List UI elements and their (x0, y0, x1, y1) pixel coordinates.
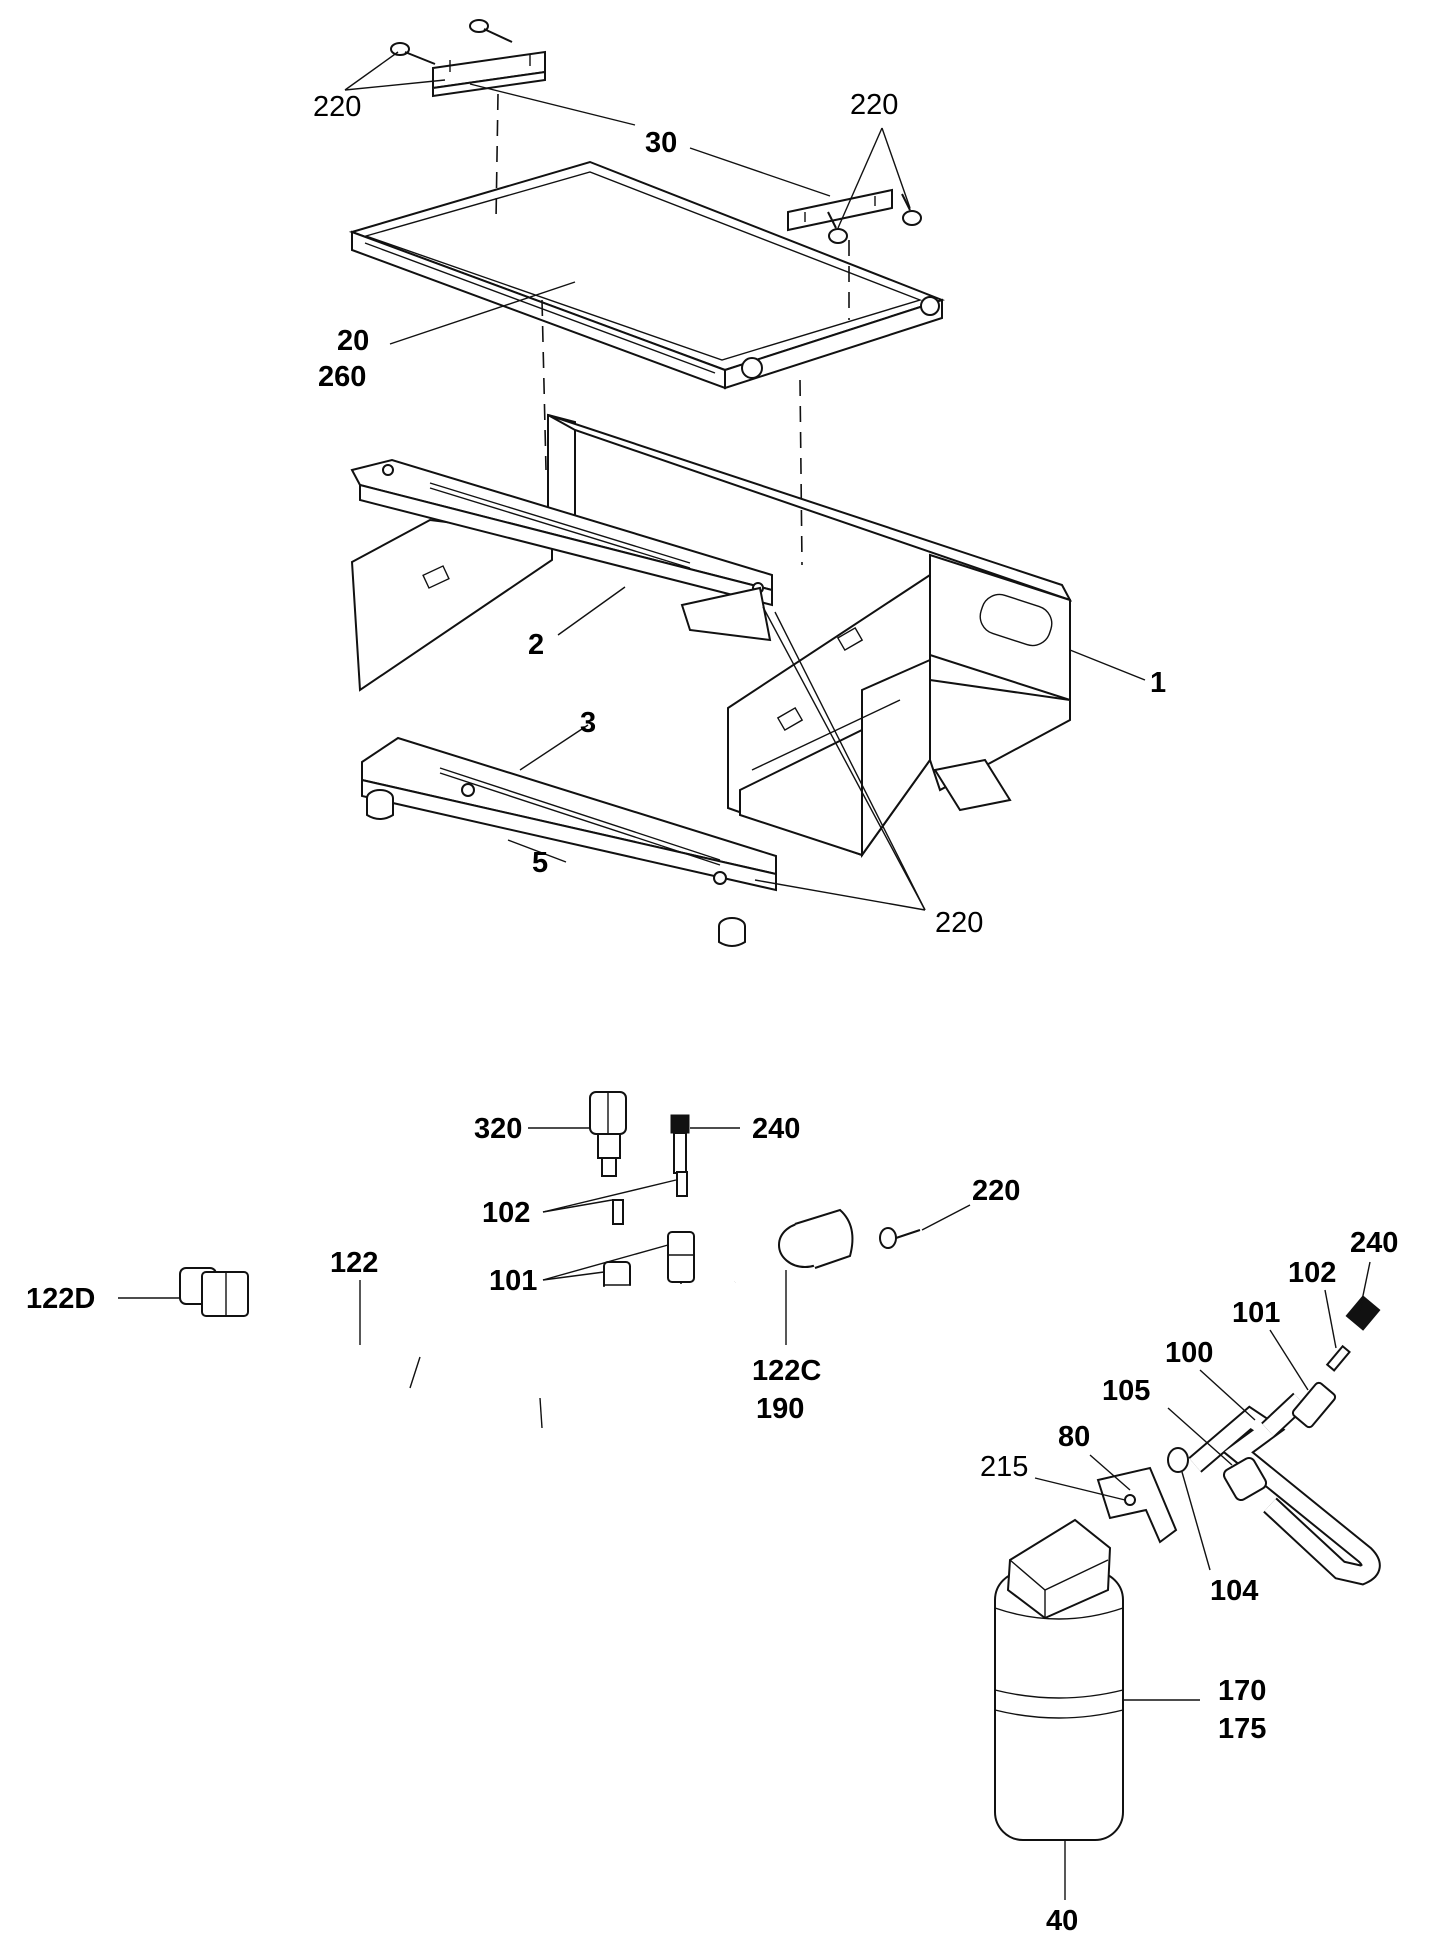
callout-215: 215 (980, 1451, 1028, 1483)
bracket-30-right (787, 188, 893, 232)
receiver-drier-40 (994, 1518, 1124, 1841)
callout-40: 40 (1046, 1905, 1078, 1937)
callout-5: 5 (532, 847, 548, 879)
callout-3: 3 (580, 707, 596, 739)
align-line-d (799, 379, 803, 566)
cap-240-right (1345, 1295, 1381, 1331)
callout-122: 122 (330, 1247, 378, 1279)
condenser-coil-20 (348, 160, 945, 390)
fitting-104 (1167, 1447, 1189, 1473)
callout-220-top-left: 220 (313, 91, 361, 123)
bracket-80 (1096, 1466, 1178, 1544)
callout-240: 240 (752, 1113, 800, 1145)
callout-30: 30 (645, 127, 677, 159)
callout-220-bottom: 220 (935, 907, 983, 939)
cross-rail-3 (361, 736, 777, 892)
pressure-switch-320 (589, 1091, 627, 1177)
callout-105: 105 (1102, 1375, 1150, 1407)
callout-102: 102 (482, 1197, 530, 1229)
fitting-122D (179, 1267, 249, 1317)
valve-core-102-a (612, 1199, 624, 1225)
callout-320: 320 (474, 1113, 522, 1145)
callout-20: 20 (337, 325, 369, 357)
callout-122D: 122D (26, 1283, 95, 1315)
callout-104: 104 (1210, 1575, 1258, 1607)
tube-122 (235, 1272, 744, 1429)
fitting-101-c (1291, 1381, 1337, 1429)
leader-lines (118, 51, 1371, 1900)
callout-260: 260 (318, 361, 366, 393)
callout-100: 100 (1165, 1337, 1213, 1369)
cap-240 (670, 1114, 690, 1174)
isolator-foot-right (718, 917, 746, 947)
callout-170: 170 (1218, 1675, 1266, 1707)
callout-220-top-right: 220 (850, 89, 898, 121)
callout-175: 175 (1218, 1713, 1266, 1745)
callout-102-right: 102 (1288, 1257, 1336, 1289)
tube-100 (1188, 1392, 1381, 1586)
nut-105 (1222, 1456, 1268, 1502)
callout-101: 101 (489, 1265, 537, 1297)
isolator-foot-left (366, 789, 394, 820)
valve-core-102-b (676, 1171, 688, 1197)
bolt-220-e (879, 1227, 921, 1249)
align-line-c (541, 299, 547, 471)
callout-80: 80 (1058, 1421, 1090, 1453)
cross-rail-2 (350, 458, 773, 642)
bolt-220-c (827, 211, 848, 244)
align-line-a (495, 93, 499, 221)
fitting-101-b (667, 1231, 695, 1283)
fitting-122C (778, 1208, 854, 1269)
frame-1 (547, 413, 1073, 859)
callout-1: 1 (1150, 667, 1166, 699)
bracket-30-left (432, 50, 546, 98)
callout-122C: 122C (752, 1355, 821, 1387)
callout-240-right: 240 (1350, 1227, 1398, 1259)
callout-101-right: 101 (1232, 1297, 1280, 1329)
bolt-220-a (390, 42, 436, 65)
side-panel (350, 518, 553, 692)
bolt-220-d (901, 193, 922, 226)
callout-2: 2 (528, 629, 544, 661)
callout-220-bottom-right: 220 (972, 1175, 1020, 1207)
valve-core-102-c (1325, 1344, 1351, 1372)
callout-190: 190 (756, 1393, 804, 1425)
bolt-220-b (469, 19, 513, 43)
